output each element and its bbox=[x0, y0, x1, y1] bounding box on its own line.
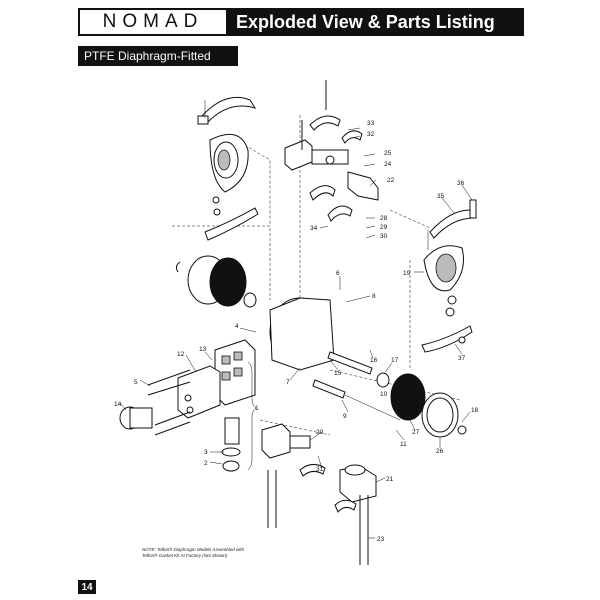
callout-18: 18 bbox=[471, 407, 479, 414]
callout-6: 6 bbox=[336, 270, 340, 277]
page-header: NOMAD Exploded View & Parts Listing bbox=[78, 8, 524, 36]
right-clamp-bottom bbox=[421, 325, 473, 353]
right-outer-chamber bbox=[423, 245, 464, 317]
left-diaphragm bbox=[175, 255, 257, 308]
callout-19: 19 bbox=[403, 270, 411, 277]
callout-12: 12 bbox=[177, 351, 185, 358]
top-clamps bbox=[309, 115, 363, 222]
left-outer-chamber bbox=[209, 133, 249, 193]
callout-13: 13 bbox=[199, 346, 207, 353]
page-number: 14 bbox=[78, 580, 96, 594]
callout-1: 1 bbox=[255, 405, 259, 412]
note-line-2: Teflon® Gasket Kit At Factory (Not Shown… bbox=[142, 553, 228, 558]
callout-32: 32 bbox=[367, 131, 375, 138]
diaphragm-shaft bbox=[312, 351, 401, 421]
callout-15: 15 bbox=[334, 370, 342, 377]
page-title: Exploded View & Parts Listing bbox=[226, 8, 524, 36]
long-bolts bbox=[267, 80, 369, 565]
callout-35: 35 bbox=[437, 193, 445, 200]
callout-33: 33 bbox=[367, 120, 375, 127]
callout-5: 5 bbox=[134, 379, 138, 386]
callout-23: 23 bbox=[377, 536, 385, 543]
callout-34: 34 bbox=[310, 225, 318, 232]
callout-28: 28 bbox=[380, 215, 388, 222]
callout-14: 14 bbox=[114, 401, 122, 408]
muffler bbox=[119, 406, 153, 430]
center-body bbox=[269, 297, 335, 371]
bottom-manifold bbox=[261, 423, 377, 513]
callout-30: 30 bbox=[380, 233, 388, 240]
callout-9: 9 bbox=[343, 413, 347, 420]
callout-7: 7 bbox=[286, 379, 290, 386]
callout-16: 16 bbox=[370, 357, 378, 364]
note-line-1: NOTE: Teflon® Diaphragm Models Assembled… bbox=[142, 547, 245, 552]
right-clamp-top bbox=[427, 199, 477, 250]
callout-27: 27 bbox=[412, 429, 420, 436]
callout-36: 36 bbox=[457, 180, 465, 187]
left-clamp-bottom bbox=[204, 196, 259, 241]
callout-11: 11 bbox=[400, 441, 407, 448]
callout-26: 26 bbox=[436, 448, 444, 455]
callout-3: 3 bbox=[204, 449, 208, 456]
callout-10: 10 bbox=[380, 391, 388, 398]
top-manifold bbox=[284, 139, 379, 201]
assembly-note: NOTE: Teflon® Diaphragm Models Assembled… bbox=[142, 547, 292, 559]
callout-4: 4 bbox=[235, 323, 239, 330]
callout-31: 31 bbox=[316, 466, 324, 473]
callout-22: 22 bbox=[387, 177, 395, 184]
section-subtitle: PTFE Diaphragm-Fitted bbox=[78, 46, 238, 66]
left-clamp-top bbox=[197, 96, 257, 125]
pilot-spool bbox=[221, 417, 241, 472]
right-diaphragm bbox=[376, 372, 467, 438]
callout-17: 17 bbox=[391, 357, 399, 364]
callout-37: 37 bbox=[458, 355, 466, 362]
nomad-logo: NOMAD bbox=[102, 11, 204, 32]
callout-2: 2 bbox=[204, 460, 208, 467]
callout-20: 20 bbox=[316, 429, 324, 436]
callout-21: 21 bbox=[386, 476, 394, 483]
callout-labels: 1 2 3 4 5 6 7 8 9 10 11 12 13 14 15 16 1… bbox=[114, 120, 479, 543]
leader-lines bbox=[119, 127, 473, 539]
callout-8: 8 bbox=[372, 293, 376, 300]
air-valve-block bbox=[177, 339, 256, 419]
callout-29: 29 bbox=[380, 224, 388, 231]
callout-24: 24 bbox=[384, 161, 392, 168]
bolts bbox=[147, 369, 191, 436]
callout-25: 25 bbox=[384, 150, 392, 157]
